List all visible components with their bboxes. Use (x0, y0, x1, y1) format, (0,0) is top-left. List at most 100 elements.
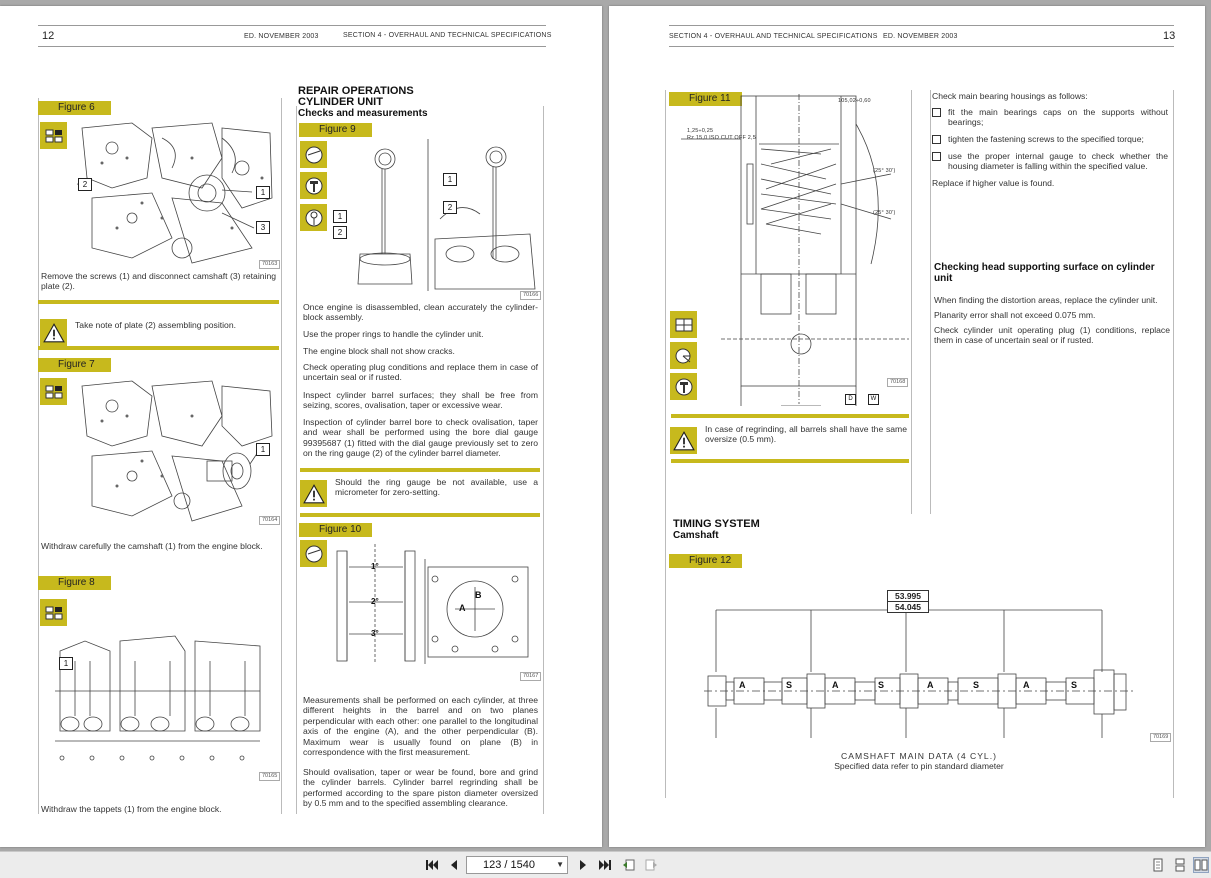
callout: 1 (59, 657, 73, 670)
block-icon (670, 311, 697, 338)
cylinder-section-drawing (335, 539, 535, 667)
go-forward-view-icon[interactable] (643, 857, 659, 873)
callout: 2 (443, 201, 457, 214)
dial-gauge-icon (300, 204, 327, 231)
disassembly-icon (40, 122, 67, 149)
measure-icon (300, 540, 327, 567)
chevron-down-icon[interactable]: ▼ (556, 860, 564, 869)
note-text: In case of regrinding, all barrels shall… (705, 424, 907, 445)
figure-12-label: Figure 12 (669, 554, 742, 568)
diameter-min: 53.995 (895, 591, 921, 601)
gauge-tool-icon (300, 172, 327, 199)
callout: 2 (333, 226, 347, 239)
paragraph: Measurements shall be performed on each … (303, 695, 538, 758)
section-heading: CYLINDER UNIT (298, 96, 383, 108)
paragraph: When finding the distortion areas, repla… (934, 295, 1158, 305)
figure-6-label: Figure 6 (38, 101, 111, 115)
page-number-input[interactable]: 123 / 1540 ▼ (466, 856, 568, 874)
next-page-icon[interactable] (575, 857, 591, 873)
note-text: Take note of plate (2) assembling positi… (75, 320, 236, 330)
single-page-view-icon[interactable] (1150, 857, 1166, 873)
diameter-max: 54.045 (888, 601, 928, 612)
figure-10-label: Figure 10 (299, 523, 372, 537)
dimension-annotation: Rz 15,0 ISO CUT OFF 2,5 (687, 135, 756, 141)
figure-6-caption: Remove the screws (1) and disconnect cam… (41, 271, 276, 292)
measure-icon (300, 141, 327, 168)
segment-label: A (1023, 680, 1030, 690)
figure-code: 70163 (259, 260, 281, 269)
paragraph: The engine block shall not show cracks. (303, 346, 455, 356)
note-rule (300, 513, 540, 517)
disassembly-icon (40, 378, 67, 405)
segment-label: A (832, 680, 839, 690)
checkbox-icon (932, 152, 941, 161)
section-heading: REPAIR OPERATIONS (298, 85, 414, 97)
figure-8-caption: Withdraw the tappets (1) from the engine… (41, 804, 222, 814)
two-page-view-icon[interactable] (1193, 857, 1209, 873)
last-page-icon[interactable] (597, 857, 613, 873)
column-rule (665, 90, 666, 798)
previous-page-icon[interactable] (446, 857, 462, 873)
note-rule (38, 346, 279, 350)
segment-label: S (1071, 680, 1078, 690)
gauge-tool-icon (670, 373, 697, 400)
go-back-view-icon[interactable] (621, 857, 637, 873)
segment-label: A (927, 680, 934, 690)
level-label: 3° (371, 629, 379, 638)
segment-label: S (786, 680, 793, 690)
segment-label: S (973, 680, 980, 690)
cylinder-block-section-drawing (681, 94, 909, 406)
header-rule (669, 46, 1174, 47)
header-rule (38, 25, 546, 26)
segment-label: A (739, 680, 746, 690)
figure-12-caption: Specified data refer to pin standard dia… (834, 761, 1004, 771)
note-rule (671, 459, 909, 463)
page-indicator-text: 123 / 1540 (483, 859, 535, 871)
callout: 2 (78, 178, 92, 191)
checklist-item: use the proper internal gauge to check w… (932, 151, 1168, 172)
figure-8-label: Figure 8 (38, 576, 111, 590)
diameter-dimension-box: 53.995 54.045 (887, 590, 929, 613)
figure-code: 70166 (520, 291, 542, 300)
angle-icon (670, 342, 697, 369)
figure-12-caption-title: CAMSHAFT MAIN DATA (4 CYL.) (841, 751, 997, 761)
right-page: SECTION 4 - OVERHAUL AND TECHNICAL SPECI… (609, 6, 1205, 847)
continuous-view-icon[interactable] (1172, 857, 1188, 873)
dimension-marker: D (845, 394, 856, 405)
engine-block-drawing (72, 376, 277, 524)
column-rule (38, 98, 39, 814)
header-rule (38, 46, 546, 47)
column-rule (543, 106, 544, 814)
note-rule (38, 300, 279, 304)
tappets-drawing (55, 631, 265, 766)
level-label: 2° (371, 597, 379, 606)
plane-label: B (475, 590, 482, 600)
figure-11-label: Figure 11 (669, 92, 742, 106)
first-page-icon[interactable] (424, 857, 440, 873)
figure-9-label: Figure 9 (299, 123, 372, 137)
paragraph: Check main bearing housings as follows: (932, 91, 1088, 101)
page-number: 12 (42, 30, 55, 42)
edition-label: ED. NOVEMBER 2003 (244, 33, 319, 40)
section-label: SECTION 4 - OVERHAUL AND TECHNICAL SPECI… (343, 32, 552, 39)
paragraph: Inspect cylinder barrel surfaces; they s… (303, 390, 538, 411)
note-rule (671, 414, 909, 418)
subsection-heading: Camshaft (673, 530, 719, 541)
angle-annotation: (25° 30') (873, 210, 896, 216)
callout: 1 (256, 443, 270, 456)
checklist-item: tighten the fastening screws to the spec… (932, 134, 1168, 144)
callout: 1 (256, 186, 270, 199)
column-rule (296, 106, 297, 814)
page-number: 13 (1163, 30, 1176, 42)
edition-label: ED. NOVEMBER 2003 (883, 33, 958, 40)
figure-7-label: Figure 7 (38, 358, 111, 372)
dimension-marker: W (868, 394, 879, 405)
segment-label: S (878, 680, 885, 690)
figure-code: 70168 (887, 378, 909, 387)
paragraph: Planarity error shall not exceed 0.075 m… (934, 310, 1096, 320)
left-page: 12 ED. NOVEMBER 2003 SECTION 4 - OVERHAU… (0, 6, 602, 847)
note-text: Should the ring gauge be not available, … (335, 477, 538, 498)
figure-code: 70165 (259, 772, 281, 781)
paragraph: Inspection of cylinder barrel bore to ch… (303, 417, 538, 459)
level-label: 1° (371, 562, 379, 571)
